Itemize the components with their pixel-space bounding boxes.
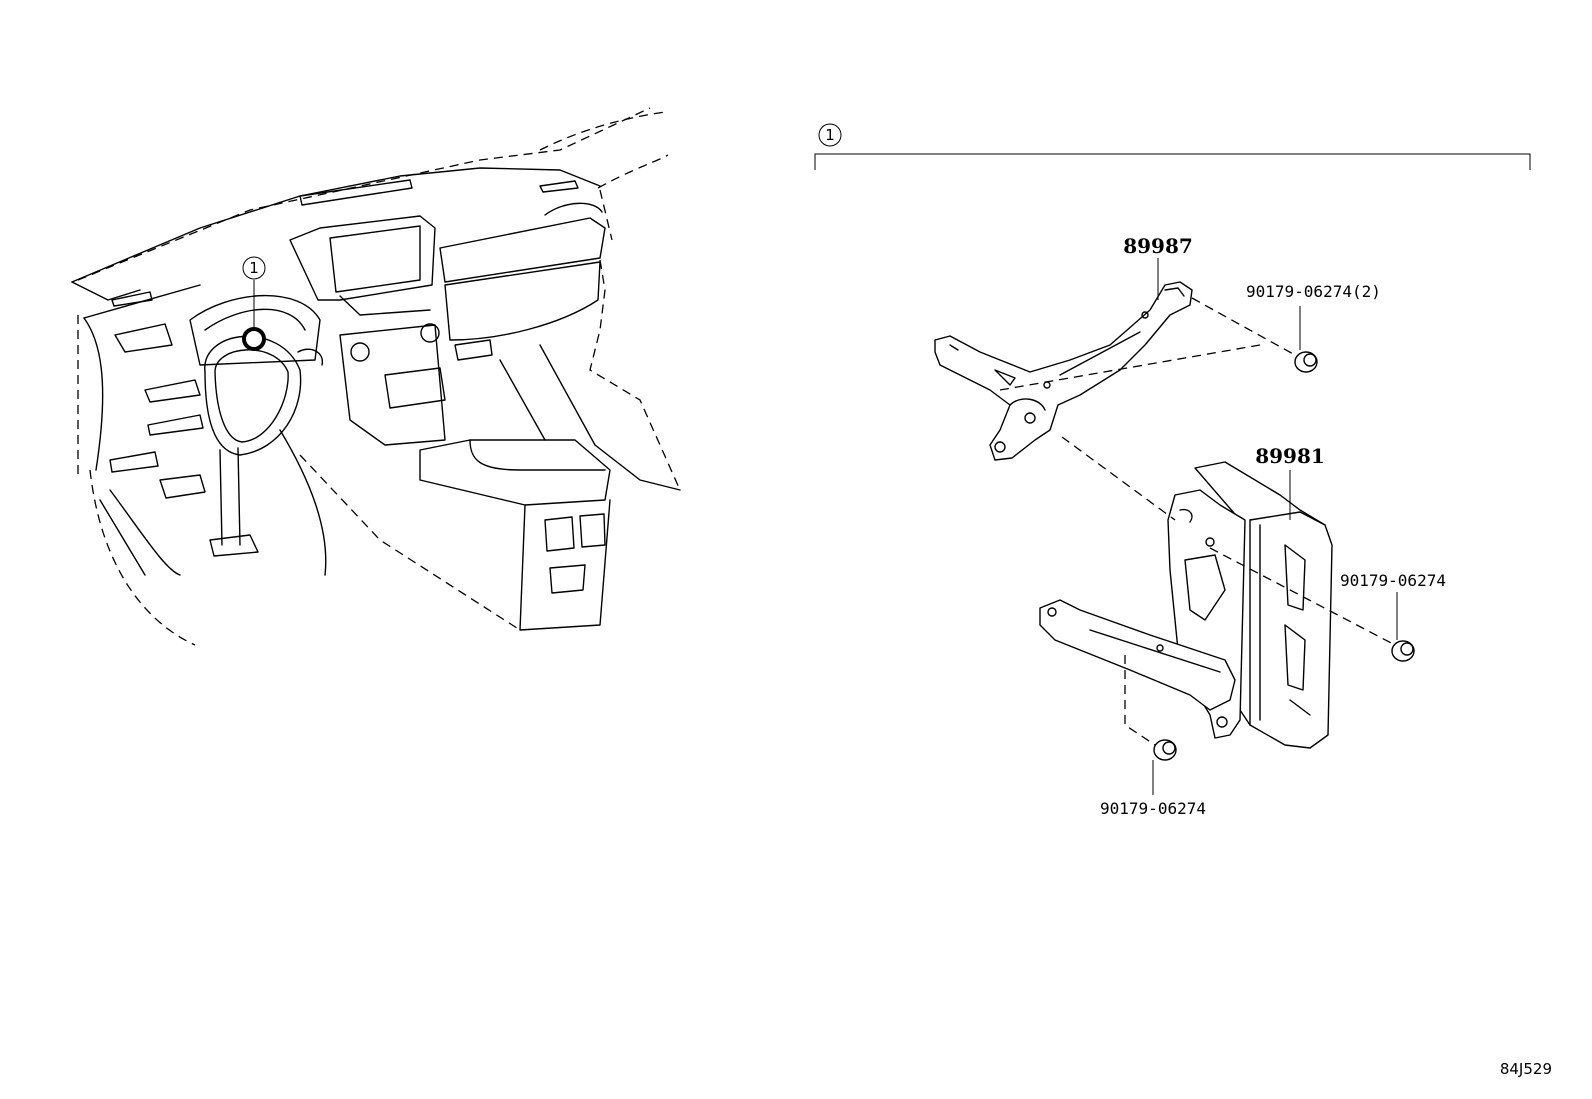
nut-right bbox=[1391, 640, 1415, 662]
part-number-nut-bottom: 90179-06274 bbox=[1100, 799, 1206, 818]
location-callout-number: 1 bbox=[249, 259, 259, 277]
assembly-bracket-line bbox=[814, 153, 1531, 170]
part-number-nut-right: 90179-06274 bbox=[1340, 571, 1446, 590]
lower-bracket bbox=[1039, 599, 1236, 711]
nut-bottom bbox=[1153, 739, 1177, 761]
location-marker bbox=[242, 327, 266, 351]
assembly-illustration: 1 bbox=[814, 123, 1531, 818]
part-number-nut-top: 90179-06274(2) bbox=[1246, 282, 1381, 301]
part-number-control-unit: 89981 bbox=[1255, 444, 1325, 468]
illustration-code: 84J529 bbox=[1500, 1060, 1552, 1078]
assembly-callout-number: 1 bbox=[825, 126, 835, 144]
part-number-bracket: 89987 bbox=[1123, 234, 1193, 258]
control-unit bbox=[1167, 461, 1333, 749]
dashboard-illustration: 1 bbox=[71, 107, 681, 646]
nut-top bbox=[1294, 351, 1318, 373]
upper-bracket bbox=[934, 281, 1193, 461]
